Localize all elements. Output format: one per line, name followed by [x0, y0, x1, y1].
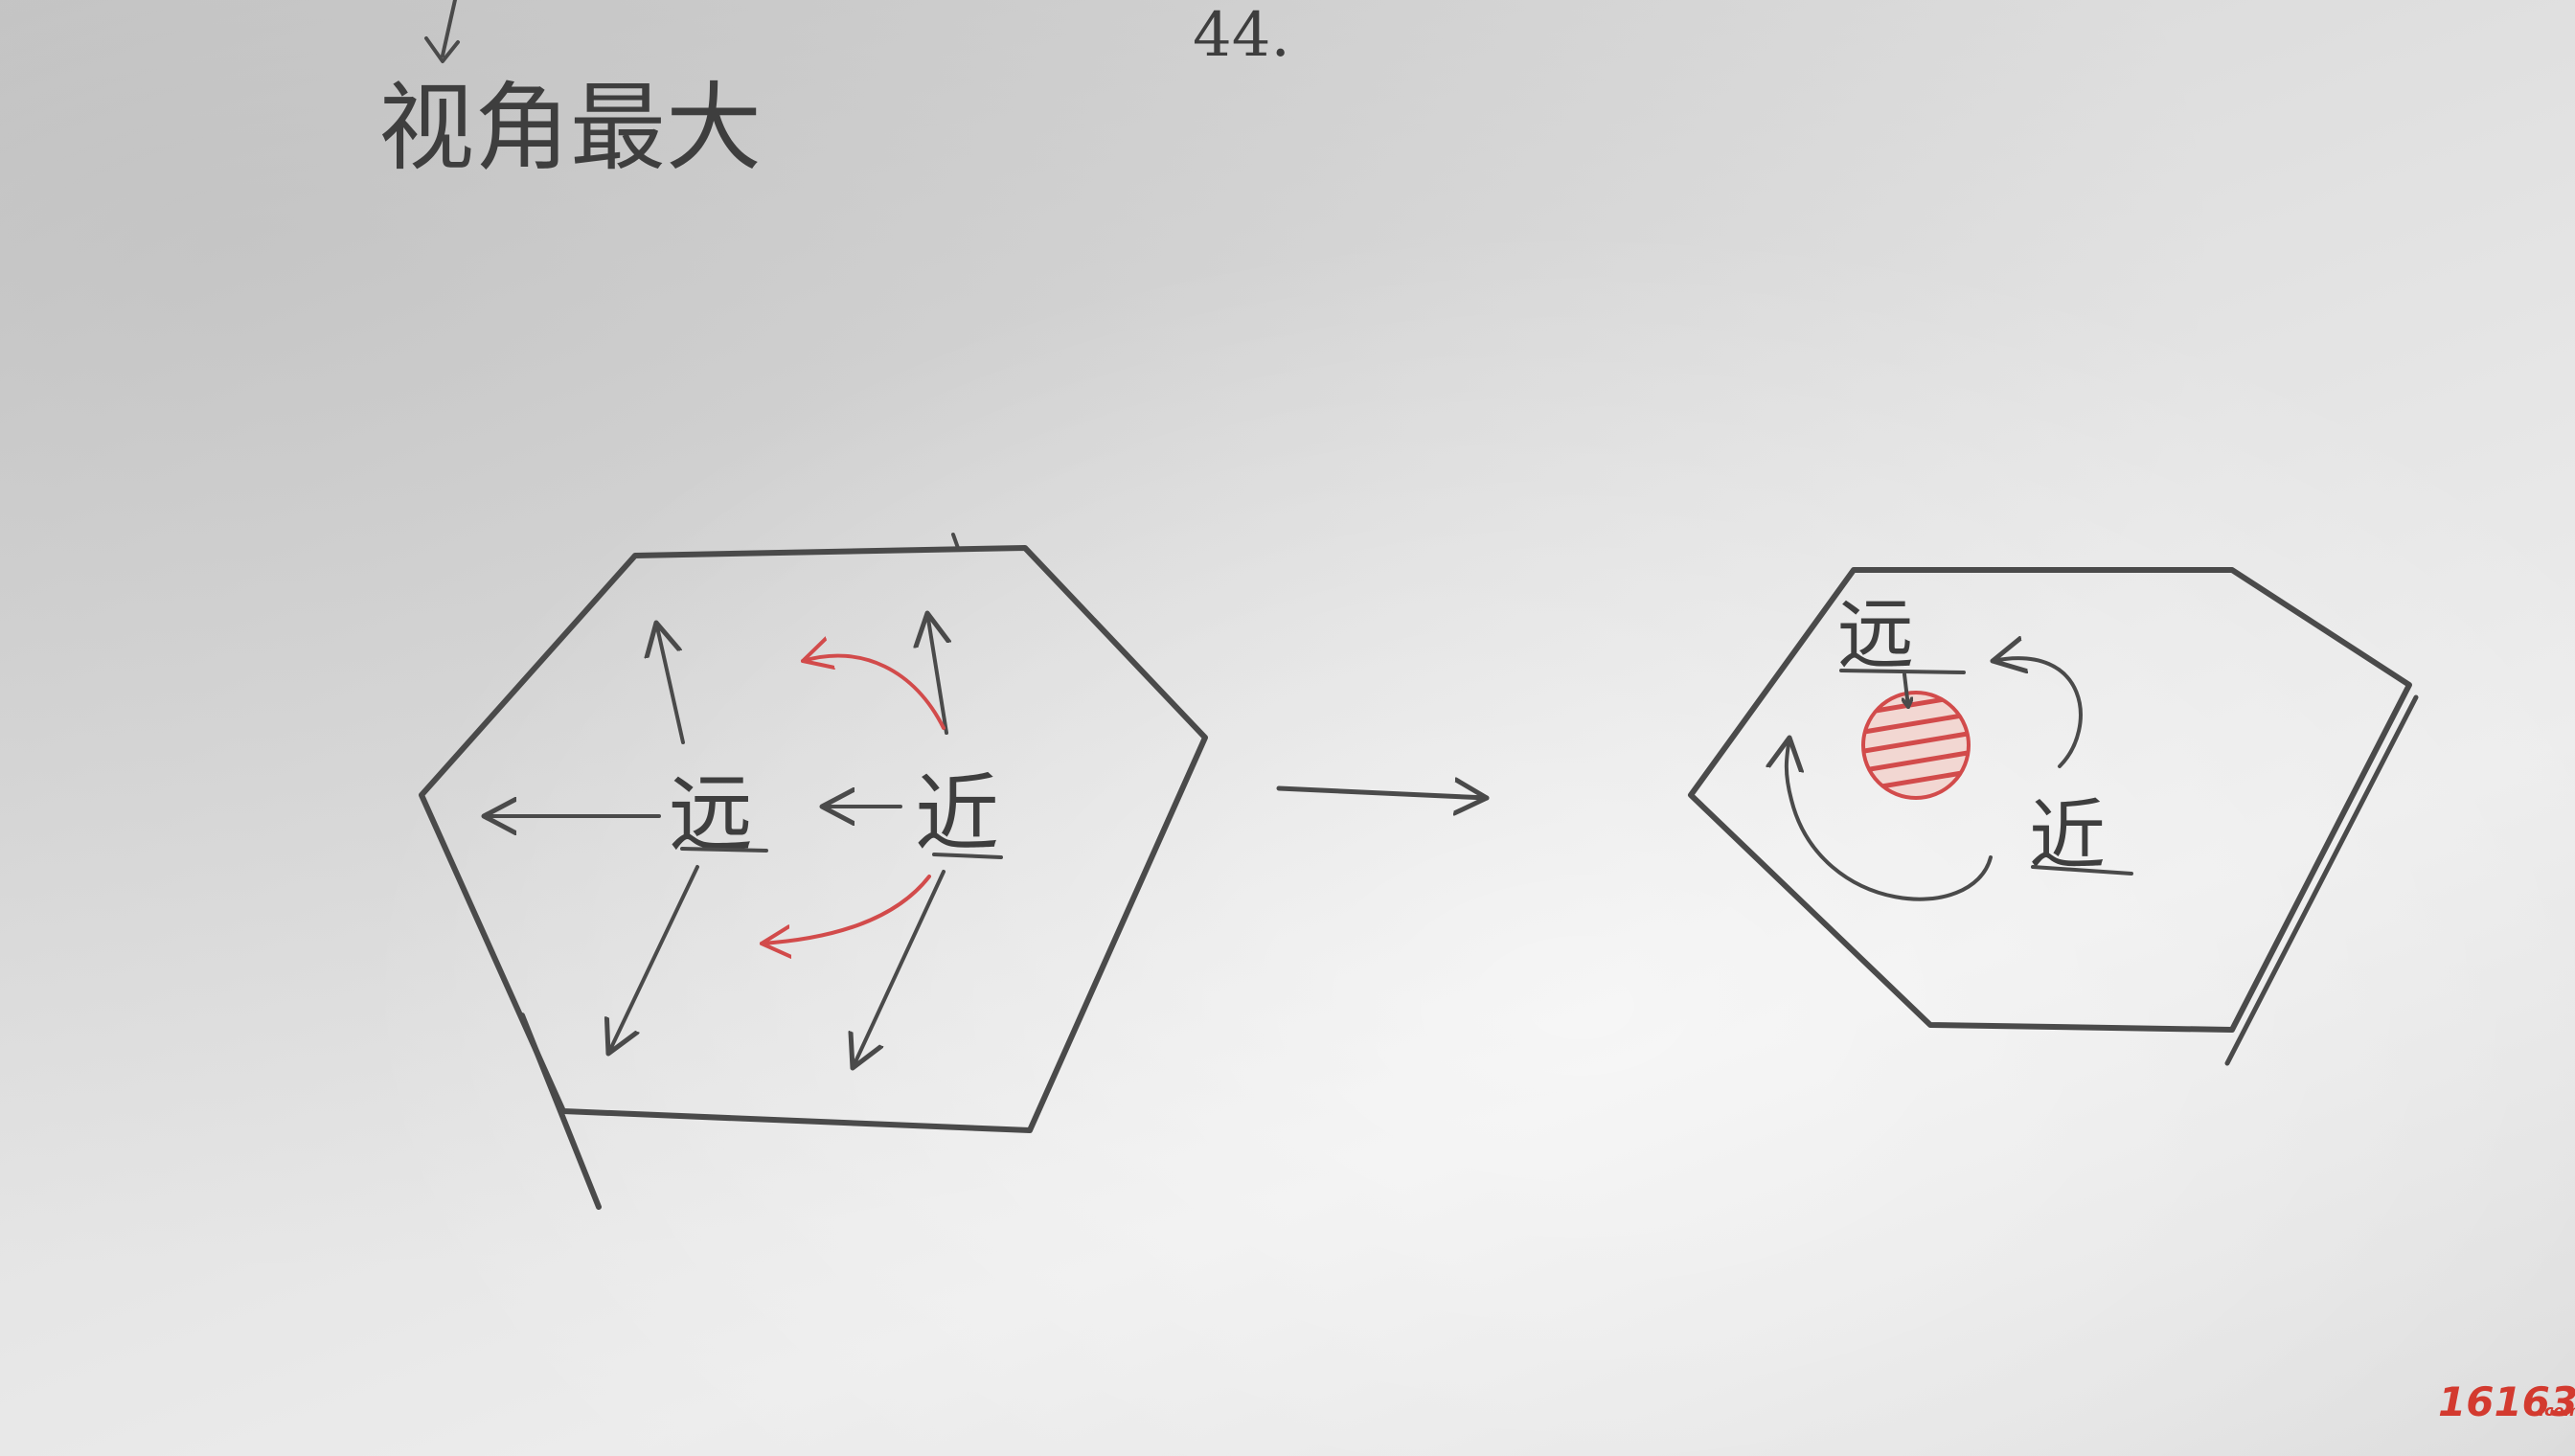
left-near-label: 近 — [915, 764, 999, 863]
page-mark: 44. — [1193, 0, 1290, 71]
right-hexagon-diagram: 远 近 — [1688, 567, 2419, 1066]
right-far-label: 远 — [1837, 590, 1914, 679]
transition-arrow — [1276, 788, 1490, 798]
near-arrow-down — [853, 870, 946, 1068]
right-near-label: 近 — [2029, 791, 2106, 880]
left-near-underline — [932, 853, 1003, 859]
left-far-underline — [680, 847, 768, 853]
watermark-suffix: .com — [2539, 1401, 2575, 1420]
site-watermark: 16163 .com — [2438, 1378, 2575, 1425]
max-view-angle-label: 视角最大 — [378, 72, 762, 184]
right-far-underline — [1839, 669, 1966, 674]
right-near-underline — [2031, 865, 2133, 876]
pointer-arrow-line — [441, 0, 457, 57]
left-hexagon-outline — [419, 545, 1208, 1133]
watermark-text: 16163 — [2438, 1378, 2575, 1425]
left-hexagon-diagram: 远 近 — [419, 533, 1208, 1210]
red-hatched-ball — [1861, 691, 1971, 800]
curved-arrow-near-to-far — [1993, 658, 2083, 768]
red-curved-arrow-top[interactable] — [801, 656, 946, 730]
left-hexagon-tail — [519, 1012, 602, 1210]
left-far-label: 远 — [669, 764, 753, 863]
far-arrow-up — [656, 623, 685, 744]
far-to-ball-arrow — [1904, 672, 1908, 709]
left-hexagon-tick — [951, 533, 960, 550]
top-note: 44. 视角最大 — [378, 0, 1290, 184]
curved-arrow-around-ball — [1787, 738, 1993, 901]
right-hexagon-outline — [1688, 567, 2412, 1033]
near-arrow-up — [927, 613, 946, 735]
right-hexagon-right-edge-extra — [2224, 694, 2419, 1066]
far-arrow-down — [608, 865, 699, 1054]
red-curved-arrow-bottom[interactable] — [760, 875, 931, 944]
pointer-arrow-head — [424, 36, 460, 63]
